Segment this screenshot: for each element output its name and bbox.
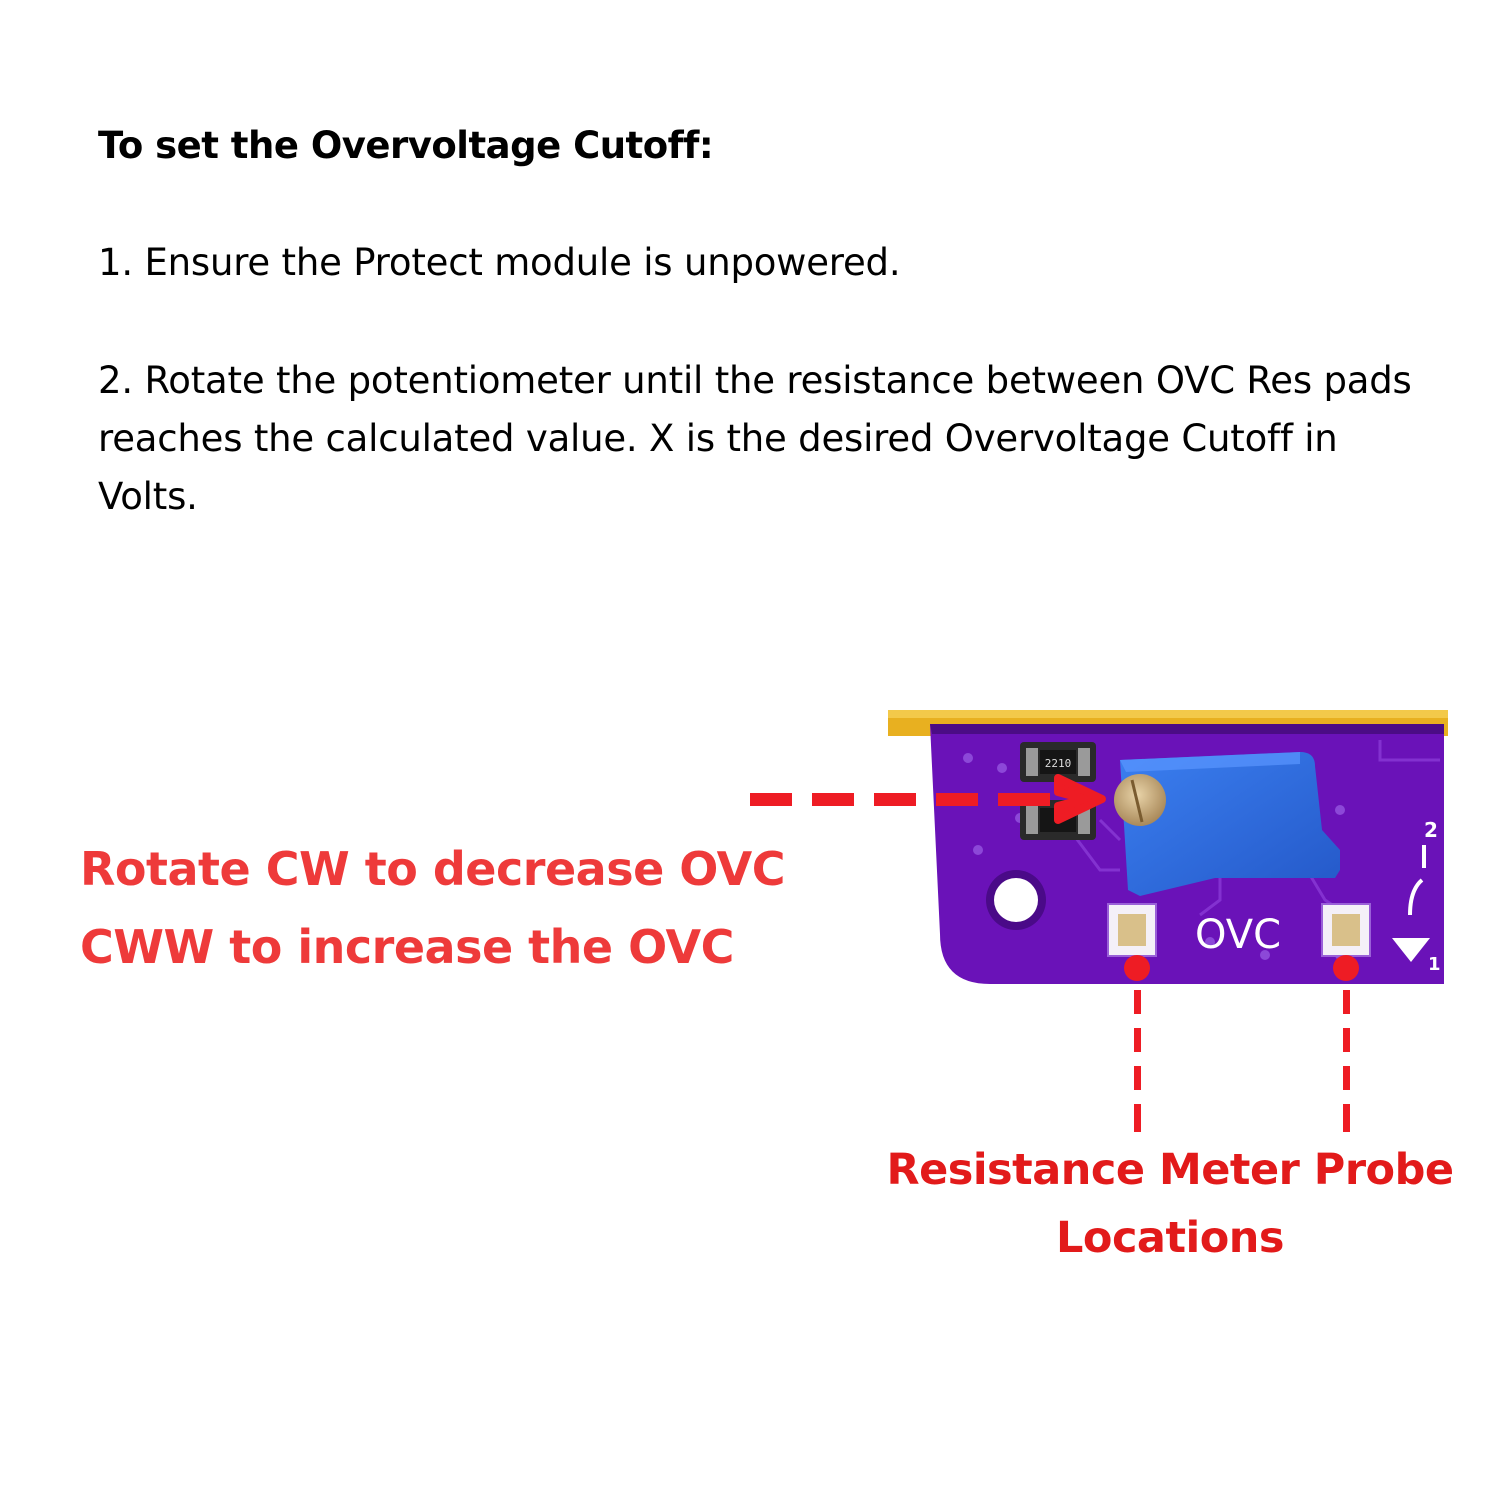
probe-pad-right: [1321, 903, 1371, 957]
component-code: 2210: [1045, 757, 1072, 770]
rotation-callout: Rotate CW to decrease OVC CWW to increas…: [80, 830, 786, 986]
probe-label-line-1: Resistance Meter Probe: [886, 1145, 1454, 1195]
pin-marker-top: 2: [1424, 818, 1438, 842]
probe-label-line-2: Locations: [1056, 1213, 1285, 1263]
page-heading: To set the Overvoltage Cutoff:: [98, 124, 714, 167]
adjustment-screw: [1114, 774, 1166, 826]
probe-marker-left: [1124, 955, 1150, 1132]
probe-marker-right: [1333, 955, 1359, 1132]
step-1-text: 1. Ensure the Protect module is unpowere…: [98, 241, 901, 284]
probe-locations-label: Resistance Meter Probe Locations: [860, 1136, 1480, 1272]
pin-marker-bottom: 1: [1428, 954, 1441, 975]
ground-arrow-icon: [1408, 845, 1426, 916]
smd-component-1: 2210: [1020, 742, 1096, 782]
rotation-callout-line-2: CWW to increase the OVC: [80, 920, 734, 974]
step-2-text: 2. Rotate the potentiometer until the re…: [98, 359, 1412, 518]
rotation-callout-line-1: Rotate CW to decrease OVC: [80, 842, 786, 896]
pcb-photo: 2210 OVC 2 1: [750, 710, 1448, 1132]
dashed-arrow-icon: [750, 774, 1106, 824]
probe-pad-left: [1107, 903, 1157, 957]
ground-symbol-icon: [1392, 938, 1430, 962]
ovc-silkscreen: OVC: [1195, 912, 1281, 958]
potentiometer: [1114, 752, 1340, 896]
